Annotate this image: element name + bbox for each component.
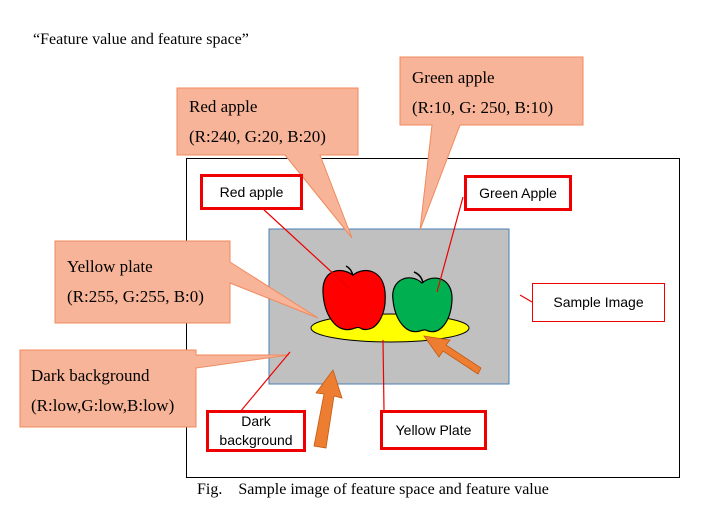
document-title: “Feature value and feature space” [33, 31, 249, 48]
dark-background-callout-text: Dark background (R:low,G:low,B:low) [31, 361, 174, 421]
yellow-plate-callout-text: Yellow plate (R:255, G:255, B:0) [67, 252, 204, 312]
yellow-plate-label: Yellow Plate [380, 410, 487, 450]
dark-background-label-line1: Dark [241, 413, 271, 429]
red-apple-callout [176, 87, 359, 239]
red-apple-connector [261, 207, 350, 289]
red-apple-callout-title: Red apple [189, 97, 258, 116]
sample-image-area [268, 228, 510, 385]
dark-background-label: Dark background [206, 410, 306, 452]
yellow-plate-callout-rgb: (R:255, G:255, B:0) [67, 287, 204, 306]
red-apple-callout-text: Red apple (R:240, G:20, B:20) [189, 92, 326, 152]
yellow-plate-callout [54, 240, 319, 324]
red-apple-label: Red apple [200, 174, 303, 210]
arrow-to-background [313, 369, 343, 449]
green-apple-callout-text: Green apple (R:10, G: 250, B:10) [412, 63, 553, 123]
green-apple-callout-rgb: (R:10, G: 250, B:10) [412, 98, 554, 117]
yellow-plate-callout-title: Yellow plate [67, 257, 153, 276]
dark-background-label-line2: background [219, 432, 293, 448]
green-apple-connector [436, 196, 464, 293]
dark-background-callout-title: Dark background [31, 366, 150, 385]
sample-image-label: Sample Image [532, 283, 665, 322]
arrow-to-plate [423, 335, 482, 375]
figure-caption: Fig. Sample image of feature space and f… [197, 481, 549, 498]
red-apple-callout-rgb: (R:240, G:20, B:20) [189, 127, 326, 146]
green-apple-callout [399, 56, 584, 231]
dark-background-callout-rgb: (R:low,G:low,B:low) [31, 396, 175, 415]
sample-image-connector [519, 294, 533, 303]
green-apple-callout-title: Green apple [412, 68, 495, 87]
dark-background-connector [239, 351, 291, 413]
green-apple-icon [392, 271, 453, 333]
dark-background-callout [19, 349, 290, 428]
yellow-plate-connector [382, 339, 385, 411]
red-apple-icon [322, 265, 386, 331]
green-apple-label: Green Apple [464, 175, 572, 211]
